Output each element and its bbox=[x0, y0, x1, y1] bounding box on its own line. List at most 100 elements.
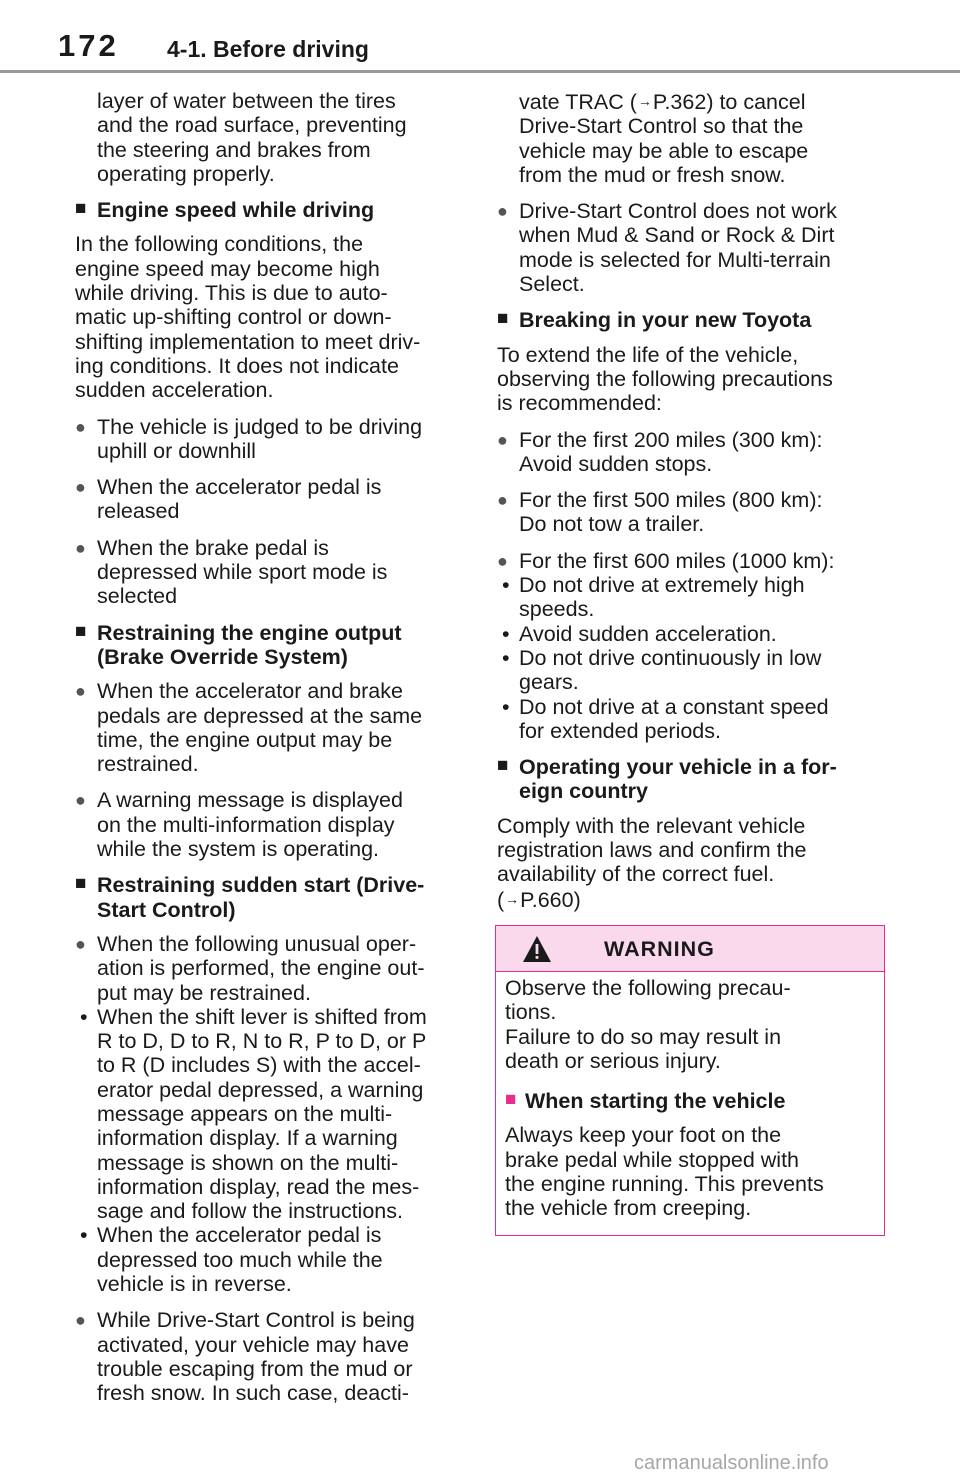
text-line: When the shift lever is shifted from bbox=[97, 1004, 427, 1029]
text-line: The vehicle is judged to be driving bbox=[97, 414, 423, 439]
text-line: death or serious injury. bbox=[505, 1048, 721, 1073]
warning-intro: Observe the following precau- tions. Fai… bbox=[505, 976, 875, 1073]
text-line: availability of the correct fuel. bbox=[497, 862, 775, 887]
warning-heading: When starting the vehicle bbox=[505, 1088, 875, 1113]
text-line: and the road surface, preventing bbox=[97, 113, 407, 138]
page-reference-link[interactable]: P.660 bbox=[520, 887, 574, 912]
text-line: uphill or downhill bbox=[97, 438, 256, 463]
dash-item-extremely-high: Do not drive at extremely high speeds. bbox=[497, 573, 869, 622]
text-line: speeds. bbox=[519, 597, 595, 622]
text-line: time, the engine output may be bbox=[97, 727, 393, 752]
text-line: Do not drive at extremely high bbox=[519, 573, 805, 598]
warning-paragraph: Always keep your foot on the brake pedal… bbox=[505, 1123, 875, 1220]
dash-item-constant-speed: Do not drive at a constant speed for ext… bbox=[497, 695, 869, 744]
heading-sudden-start: Restraining sudden start (Drive- Start C… bbox=[75, 872, 447, 922]
section-title: 4-1. Before driving bbox=[167, 36, 369, 62]
text-line: Restraining sudden start (Drive- bbox=[97, 873, 425, 898]
text-line: trouble escaping from the mud or bbox=[97, 1356, 413, 1381]
warning-header: WARNING bbox=[496, 926, 884, 972]
heading-breaking-in: Breaking in your new Toyota bbox=[497, 307, 869, 332]
text-line: Restraining the engine output bbox=[97, 620, 402, 645]
text-line: eign country bbox=[519, 779, 649, 804]
text-line: pedals are depressed at the same bbox=[97, 703, 423, 728]
text-line: the steering and brakes from bbox=[97, 137, 371, 162]
warning-triangle-icon bbox=[523, 936, 551, 962]
text-line: In the following conditions, the bbox=[75, 232, 364, 257]
bullet-first-200-miles: For the first 200 miles (300 km): Avoid … bbox=[497, 428, 869, 477]
paragraph-water-layer: layer of water between the tires and the… bbox=[75, 89, 447, 186]
text-line: on the multi-information display bbox=[97, 812, 395, 837]
text-line: put may be restrained. bbox=[97, 980, 311, 1005]
text-line: When the following unusual oper- bbox=[97, 931, 417, 956]
text-line: ation is performed, the engine out- bbox=[97, 956, 425, 981]
warning-box: WARNING Observe the following precau- ti… bbox=[495, 925, 885, 1236]
text-line: gears. bbox=[519, 670, 579, 695]
warning-title: WARNING bbox=[604, 937, 715, 961]
text-line: operating properly. bbox=[97, 161, 275, 186]
text-run: ( bbox=[497, 887, 505, 912]
warning-body: Observe the following precau- tions. Fai… bbox=[505, 976, 875, 1237]
paragraph-engine-speed: In the following conditions, the engine … bbox=[75, 232, 447, 402]
bullet-unusual-operation: When the following unusual oper- ation i… bbox=[75, 932, 447, 1005]
dash-item-low-gears: Do not drive continuously in low gears. bbox=[497, 646, 869, 695]
paragraph-comply: Comply with the relevant vehicle registr… bbox=[497, 814, 869, 912]
heading-foreign-country: Operating your vehicle in a for- eign co… bbox=[497, 754, 869, 804]
text-line: shifting implementation to meet driv- bbox=[75, 329, 421, 354]
bullet-drive-start-activated: While Drive-Start Control is being activ… bbox=[75, 1308, 447, 1405]
text-line: For the first 500 miles (800 km): bbox=[519, 488, 823, 513]
arrow-right-icon: → bbox=[637, 93, 652, 109]
text-line: Comply with the relevant vehicle bbox=[497, 813, 806, 838]
arrow-right-icon: → bbox=[505, 890, 520, 907]
bullet-warning-message: A warning message is displayed on the mu… bbox=[75, 788, 447, 861]
watermark-text: carmanualsonline.info bbox=[634, 1452, 829, 1474]
text-line: For the first 600 miles (1000 km): bbox=[519, 548, 835, 573]
text-line: restrained. bbox=[97, 752, 199, 777]
text-line: when Mud & Sand or Rock & Dirt bbox=[519, 223, 835, 248]
paragraph-extend-life: To extend the life of the vehicle, obser… bbox=[497, 343, 869, 416]
left-column: layer of water between the tires and the… bbox=[75, 89, 447, 1418]
text-line: message appears on the multi- bbox=[97, 1101, 393, 1126]
text-line: is recommended: bbox=[497, 391, 662, 416]
text-line: Failure to do so may result in bbox=[505, 1024, 782, 1049]
text-run: ) to cancel bbox=[706, 90, 806, 114]
text-line: Select. bbox=[519, 272, 585, 297]
bullet-pedals-same-time: When the accelerator and brake pedals ar… bbox=[75, 679, 447, 776]
text-line: sudden acceleration. bbox=[75, 378, 274, 403]
text-line: message is shown on the multi- bbox=[97, 1150, 399, 1175]
text-line: When the accelerator pedal is bbox=[97, 475, 382, 500]
text-line: Do not drive continuously in low bbox=[519, 645, 822, 670]
text-line: A warning message is displayed bbox=[97, 788, 403, 813]
text-line: information display, read the mes- bbox=[97, 1174, 420, 1199]
text-line: the engine running. This prevents bbox=[505, 1172, 824, 1197]
text-line: sage and follow the instructions. bbox=[97, 1199, 403, 1224]
text-line: For the first 200 miles (300 km): bbox=[519, 427, 823, 452]
header-divider bbox=[0, 70, 960, 73]
text-run: ) bbox=[573, 887, 581, 912]
text-line: activated, your vehicle may have bbox=[97, 1332, 409, 1357]
text-line: Avoid sudden acceleration. bbox=[519, 621, 777, 646]
heading-restraining-output: Restraining the engine output (Brake Ove… bbox=[75, 620, 447, 670]
right-column: vate TRAC (→P.362) to cancel Drive-Start… bbox=[497, 89, 869, 924]
page-header: 172 4-1. Before driving bbox=[0, 0, 960, 76]
text-line: Do not drive at a constant speed bbox=[519, 694, 829, 719]
text-line: Drive-Start Control so that the bbox=[519, 114, 804, 139]
text-line: the vehicle from creeping. bbox=[505, 1196, 752, 1221]
text-line: while the system is operating. bbox=[97, 837, 380, 862]
text-line: When the brake pedal is bbox=[97, 535, 329, 560]
text-line: Start Control) bbox=[97, 897, 236, 922]
text-line: vehicle is in reverse. bbox=[97, 1272, 292, 1297]
bullet-drive-start-not-work: Drive-Start Control does not work when M… bbox=[497, 199, 869, 296]
text-line: depressed too much while the bbox=[97, 1247, 383, 1272]
text-line: layer of water between the tires bbox=[97, 89, 396, 113]
text-line: tions. bbox=[505, 1000, 557, 1025]
text-line: Always keep your foot on the bbox=[505, 1123, 782, 1148]
text-line: (Brake Override System) bbox=[97, 644, 348, 669]
page-reference-link[interactable]: P.362 bbox=[652, 90, 707, 114]
text-line: Do not tow a trailer. bbox=[519, 512, 705, 537]
bullet-accelerator-released: When the accelerator pedal is released bbox=[75, 475, 447, 524]
text-line: released bbox=[97, 499, 180, 524]
page-number: 172 bbox=[58, 28, 119, 63]
text-line: Drive-Start Control does not work bbox=[519, 199, 837, 224]
text-line: While Drive-Start Control is being bbox=[97, 1308, 415, 1333]
bullet-first-600-miles: For the first 600 miles (1000 km): bbox=[497, 548, 869, 574]
